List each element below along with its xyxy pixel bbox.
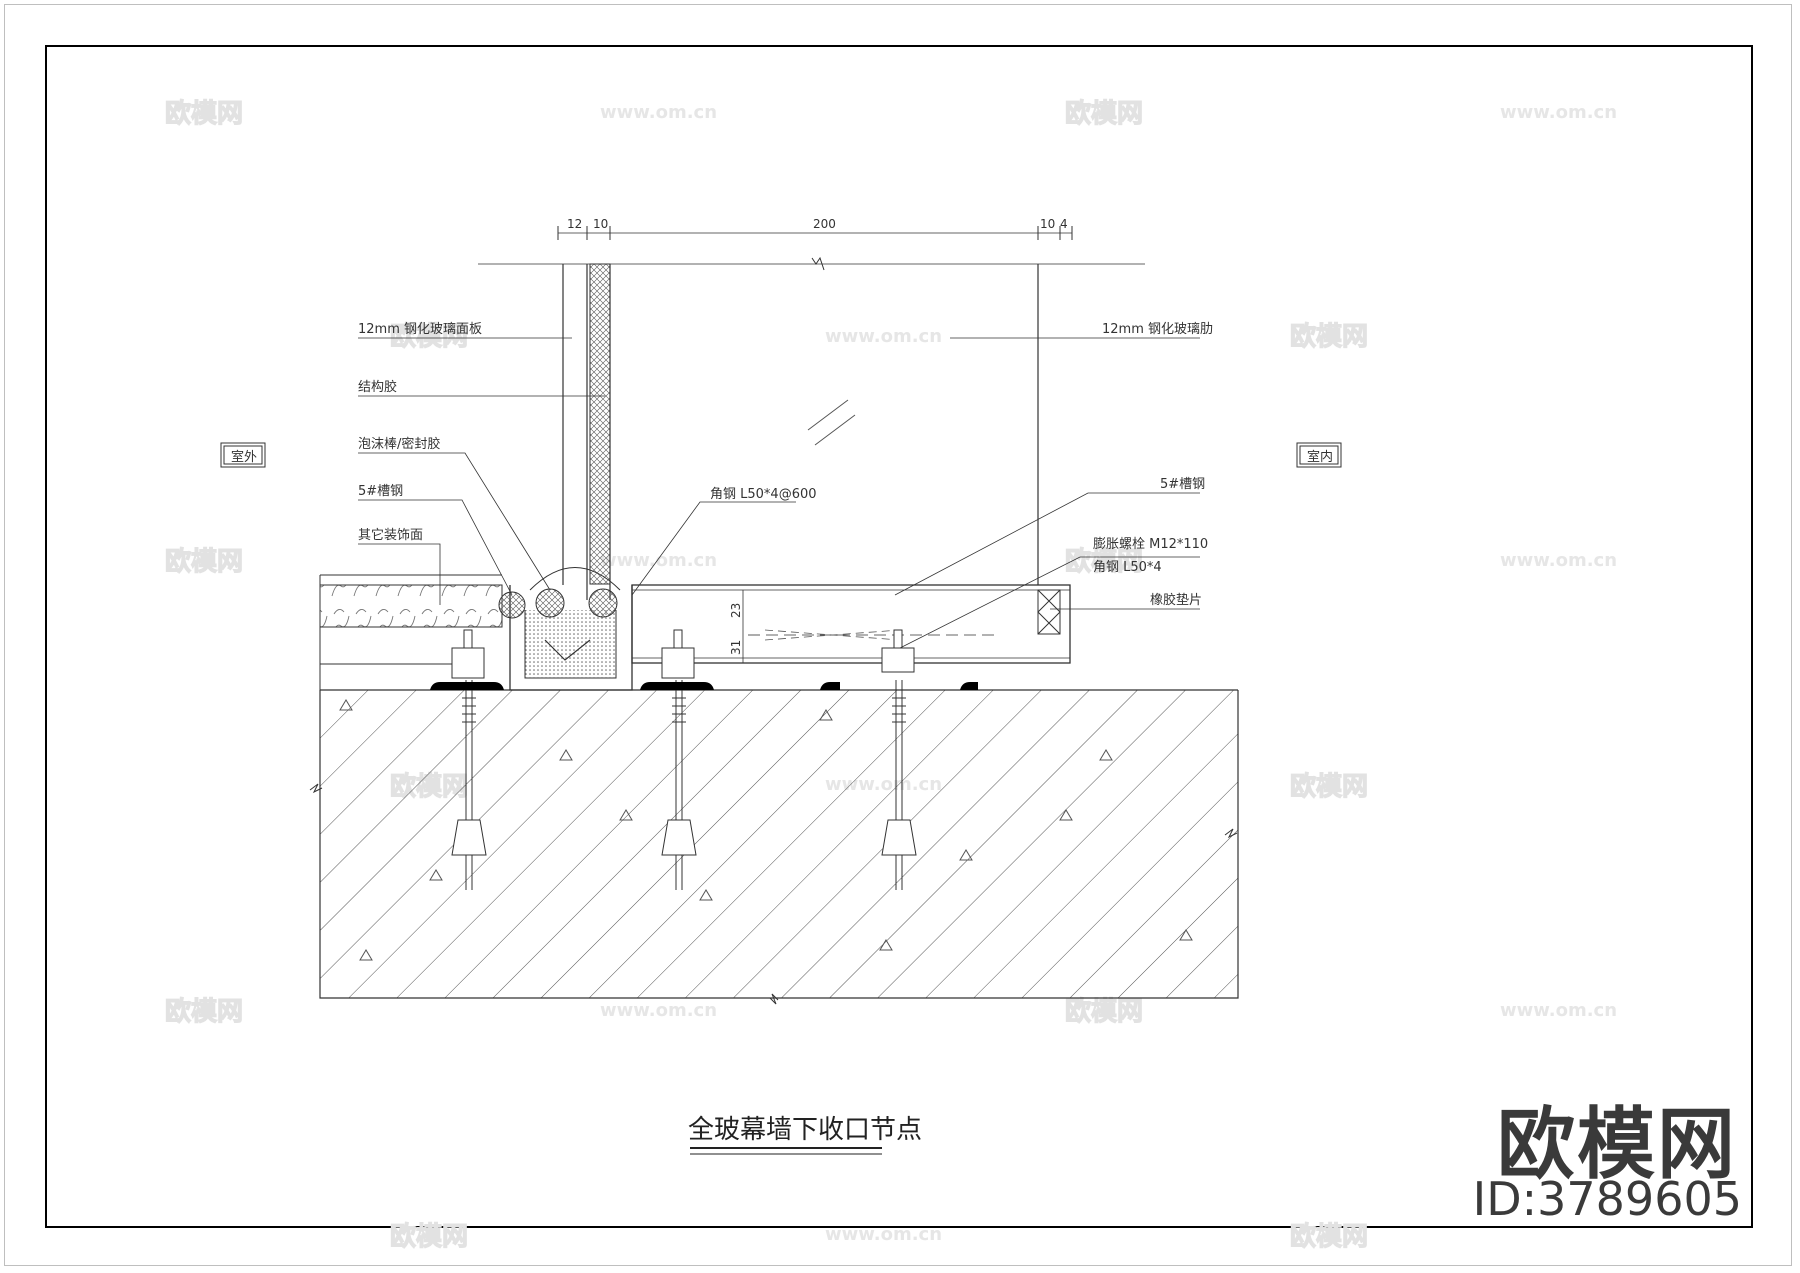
svg-text:欧模网: 欧模网 xyxy=(165,98,243,129)
dim-4: 4 xyxy=(1060,217,1068,231)
svg-text:欧模网: 欧模网 xyxy=(1290,1221,1368,1252)
callout-finish: 其它装饰面 xyxy=(358,527,423,543)
dimension-lines: 12 10 200 10 4 23 31 xyxy=(557,217,1073,663)
svg-text:www.om.cn: www.om.cn xyxy=(600,550,717,571)
steel-channel-right xyxy=(631,584,1071,664)
callouts xyxy=(358,337,1200,649)
dim-31: 31 xyxy=(729,640,743,655)
svg-text:全玻幕墙下收口节点: 全玻幕墙下收口节点 xyxy=(688,1115,922,1145)
label-outside: 室外 xyxy=(231,449,257,465)
svg-text:欧模网: 欧模网 xyxy=(390,321,468,352)
svg-text:www.om.cn: www.om.cn xyxy=(1500,102,1617,123)
svg-text:www.om.cn: www.om.cn xyxy=(600,102,717,123)
callout-glass-fin: 12mm 钢化玻璃肋 xyxy=(1102,322,1213,337)
svg-text:www.om.cn: www.om.cn xyxy=(600,1000,717,1021)
glass-panel xyxy=(478,256,1145,600)
callout-angle-steel-2: 角钢 L50*4 xyxy=(1093,560,1162,575)
callout-labels: 12mm 钢化玻璃面板 结构胶 泡沫棒/密封胶 5#槽钢 其它装饰面 角钢 L5… xyxy=(358,322,1213,608)
svg-text:www.om.cn: www.om.cn xyxy=(1500,1000,1617,1021)
glass-shoe xyxy=(509,585,633,691)
svg-text:欧模网: 欧模网 xyxy=(1065,546,1143,577)
dim-23: 23 xyxy=(729,603,743,618)
svg-text:欧模网: 欧模网 xyxy=(1290,771,1368,802)
watermark-layer: 欧模网 www.om.cn 欧模网 www.om.cn 欧模网 www.om.c… xyxy=(164,97,1617,1252)
anchor-bolts xyxy=(430,629,978,890)
dim-10: 10 xyxy=(593,217,608,231)
side-labels: 室外 室内 xyxy=(220,442,1342,468)
svg-text:www.om.cn: www.om.cn xyxy=(825,1224,942,1245)
label-inside: 室内 xyxy=(1307,449,1333,465)
backer-rods xyxy=(498,567,621,619)
svg-text:欧模网: 欧模网 xyxy=(390,1221,468,1252)
svg-text:www.om.cn: www.om.cn xyxy=(1500,550,1617,571)
callout-channel-left: 5#槽钢 xyxy=(358,484,403,499)
svg-text:欧模网: 欧模网 xyxy=(1065,98,1143,129)
svg-text:欧模网: 欧模网 xyxy=(165,996,243,1027)
dim-200: 200 xyxy=(813,217,836,231)
concrete-slab xyxy=(309,689,1239,1005)
callout-angle-steel: 角钢 L50*4@600 xyxy=(710,487,817,502)
svg-text:欧模网: 欧模网 xyxy=(1290,321,1368,352)
brand-logo-text: 欧模网 xyxy=(1496,1100,1737,1190)
callout-structural-sealant: 结构胶 xyxy=(358,379,397,395)
brand-id: ID:3789605 xyxy=(1472,1172,1742,1226)
callout-foam-rod: 泡沫棒/密封胶 xyxy=(358,436,440,452)
callout-rubber-pad: 橡胶垫片 xyxy=(1150,592,1202,608)
callout-channel-right: 5#槽钢 xyxy=(1160,477,1205,492)
callout-glass-panel: 12mm 钢化玻璃面板 xyxy=(358,322,482,337)
sheet-outer-border xyxy=(4,4,1792,1266)
drawing-frame xyxy=(45,45,1753,1228)
drawing-title: 全玻幕墙下收口节点 xyxy=(688,1115,922,1155)
svg-text:欧模网: 欧模网 xyxy=(1065,996,1143,1027)
svg-text:www.om.cn: www.om.cn xyxy=(825,326,942,347)
dim-12: 12 xyxy=(567,217,582,231)
callout-anchor-bolt: 膨胀螺栓 M12*110 xyxy=(1093,537,1208,552)
svg-text:欧模网: 欧模网 xyxy=(165,546,243,577)
dim-10-right: 10 xyxy=(1040,217,1055,231)
